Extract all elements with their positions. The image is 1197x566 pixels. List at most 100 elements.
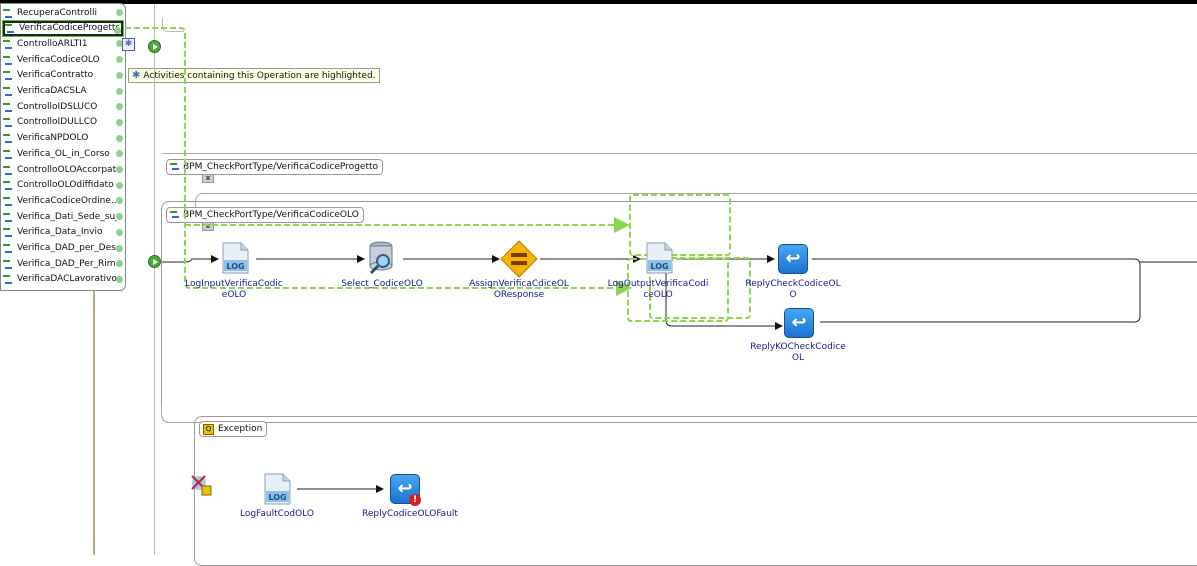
operation-icon xyxy=(5,23,15,34)
status-dot-icon xyxy=(114,26,121,34)
operation-icon xyxy=(3,196,13,206)
svg-text:LOG: LOG xyxy=(226,262,244,271)
status-dot-icon xyxy=(116,213,123,221)
operation-item[interactable]: VerificaDACSLA xyxy=(3,84,123,99)
operation-item[interactable]: ControlloOLOdiffidato xyxy=(3,178,123,193)
status-dot-icon xyxy=(116,260,123,268)
operation-label: Verifica_DAD_per_Des... xyxy=(17,243,117,253)
operation-item[interactable]: ControlloOLOAccorpat xyxy=(3,162,123,177)
operation-icon xyxy=(3,227,13,238)
operation-item[interactable]: Verifica_DAD_per_Des... xyxy=(3,241,123,256)
operation-item[interactable]: Verifica_DAD_Per_Rim... xyxy=(3,256,123,271)
status-dot-icon xyxy=(116,244,123,252)
status-dot-icon xyxy=(116,197,123,205)
operation-icon xyxy=(3,117,13,128)
operation-icon xyxy=(3,165,13,175)
database-search-icon[interactable] xyxy=(366,240,396,276)
operation-item[interactable]: VerificaDACLavorativo xyxy=(3,272,123,287)
assign-icon[interactable] xyxy=(500,240,538,278)
start-event-icon[interactable] xyxy=(148,40,161,53)
status-dot-icon xyxy=(116,71,123,79)
log-icon[interactable]: LOG xyxy=(263,473,291,505)
operation-item[interactable]: Verifica_Dati_Sede_su_... xyxy=(3,209,123,224)
operation-label: ControlloARLTI1 xyxy=(17,38,88,49)
scope-label-verifica-codice-progetto[interactable]: BPM_CheckPortType/VerificaCodiceProgetto xyxy=(166,159,384,175)
operation-icon xyxy=(170,210,180,220)
reply-icon[interactable]: ↩ xyxy=(784,308,814,338)
operation-item[interactable]: ControlloARLTI1 xyxy=(3,36,123,51)
operation-item[interactable]: VerificaContratto xyxy=(3,68,123,83)
operation-label: ControlloIDULLCO xyxy=(17,117,98,128)
operation-label: ControlloOLOAccorpat xyxy=(17,164,117,175)
reply-icon[interactable]: ↩ xyxy=(778,244,808,274)
operation-icon xyxy=(3,8,13,18)
activity-reply-codice-olo-fault[interactable]: ReplyCodiceOLOFault xyxy=(362,509,458,519)
highlight-operation-button[interactable]: ✱ xyxy=(122,38,135,51)
operation-icon xyxy=(3,259,13,269)
operation-icon xyxy=(3,70,13,81)
activity-select-codice-olo[interactable]: Select_CodiceOLO xyxy=(341,279,423,289)
status-dot-icon xyxy=(116,275,123,283)
operation-item[interactable]: Verifica_OL_in_Corso xyxy=(3,146,123,161)
operation-item[interactable]: ControlloIDSLUCO xyxy=(3,99,123,114)
operation-icon xyxy=(3,55,13,65)
status-dot-icon xyxy=(116,150,123,158)
svg-text:LOG: LOG xyxy=(650,262,668,271)
operation-icon xyxy=(3,243,13,253)
gear-icon: ✱ xyxy=(132,70,141,81)
operation-item[interactable]: VerificaCodiceOrdine... xyxy=(3,193,123,208)
flow-arrow-merge xyxy=(812,258,1141,323)
xpath-badge-icon[interactable]: x xyxy=(202,174,214,183)
scope-corner xyxy=(161,405,201,423)
highlight-box-1 xyxy=(629,194,731,256)
operation-label: Verifica_Data_Invio xyxy=(17,227,103,238)
log-icon[interactable]: LOG xyxy=(221,242,249,274)
operation-label: VerificaNPDOLO xyxy=(17,133,89,144)
operation-item[interactable]: VerificaCodiceOLO xyxy=(3,52,123,67)
top-toolbar-strip xyxy=(0,0,1197,4)
highlight-path-bottom xyxy=(125,27,632,296)
operation-label: VerificaDACSLA xyxy=(17,86,87,96)
scope-label-exception[interactable]: Q Exception xyxy=(199,421,268,437)
operation-icon xyxy=(170,162,180,172)
operation-label: VerificaContratto xyxy=(17,70,94,81)
exception-handler-icon: Q xyxy=(203,423,214,435)
operation-item[interactable]: RecuperaControlli xyxy=(3,5,123,20)
start-event-icon[interactable] xyxy=(148,255,161,268)
operation-icon xyxy=(3,212,13,222)
operation-label: VerificaCodiceProgetto xyxy=(19,23,119,34)
operation-label: ControlloIDSLUCO xyxy=(17,101,98,112)
highlight-paths xyxy=(125,27,751,322)
operation-item[interactable]: VerificaCodiceProgetto xyxy=(2,19,124,37)
operation-label: VerificaCodiceOLO xyxy=(17,54,100,65)
operation-item[interactable]: ControlloIDULLCO xyxy=(3,115,123,130)
operation-item[interactable]: VerificaNPDOLO xyxy=(3,131,123,146)
operation-icon xyxy=(3,180,13,191)
scope-corner xyxy=(162,18,184,32)
status-dot-icon xyxy=(116,40,123,48)
process-lane-line xyxy=(154,4,155,555)
operation-label: Verifica_DAD_Per_Rim... xyxy=(17,258,117,269)
scope-verifica-codice-olo xyxy=(161,201,1197,423)
status-dot-icon xyxy=(116,9,123,16)
fault-badge-icon: ! xyxy=(409,494,421,506)
status-dot-icon xyxy=(116,118,123,126)
operation-label: ControlloOLOdiffidato xyxy=(17,180,114,191)
operation-icon xyxy=(3,149,13,159)
log-icon[interactable]: LOG xyxy=(645,242,673,274)
nested-scope-outline xyxy=(195,193,1197,207)
status-dot-icon xyxy=(116,56,123,64)
operation-item[interactable]: Verifica_Data_Invio xyxy=(3,225,123,240)
highlight-box-3 xyxy=(649,257,751,319)
catch-all-fault-icon[interactable] xyxy=(190,474,212,496)
scope-label-verifica-codice-olo[interactable]: BPM_CheckPortType/VerificaCodiceOLO xyxy=(166,207,364,223)
activity-log-fault[interactable]: LogFaultCodOLO xyxy=(239,509,315,519)
operation-icon xyxy=(3,102,13,112)
